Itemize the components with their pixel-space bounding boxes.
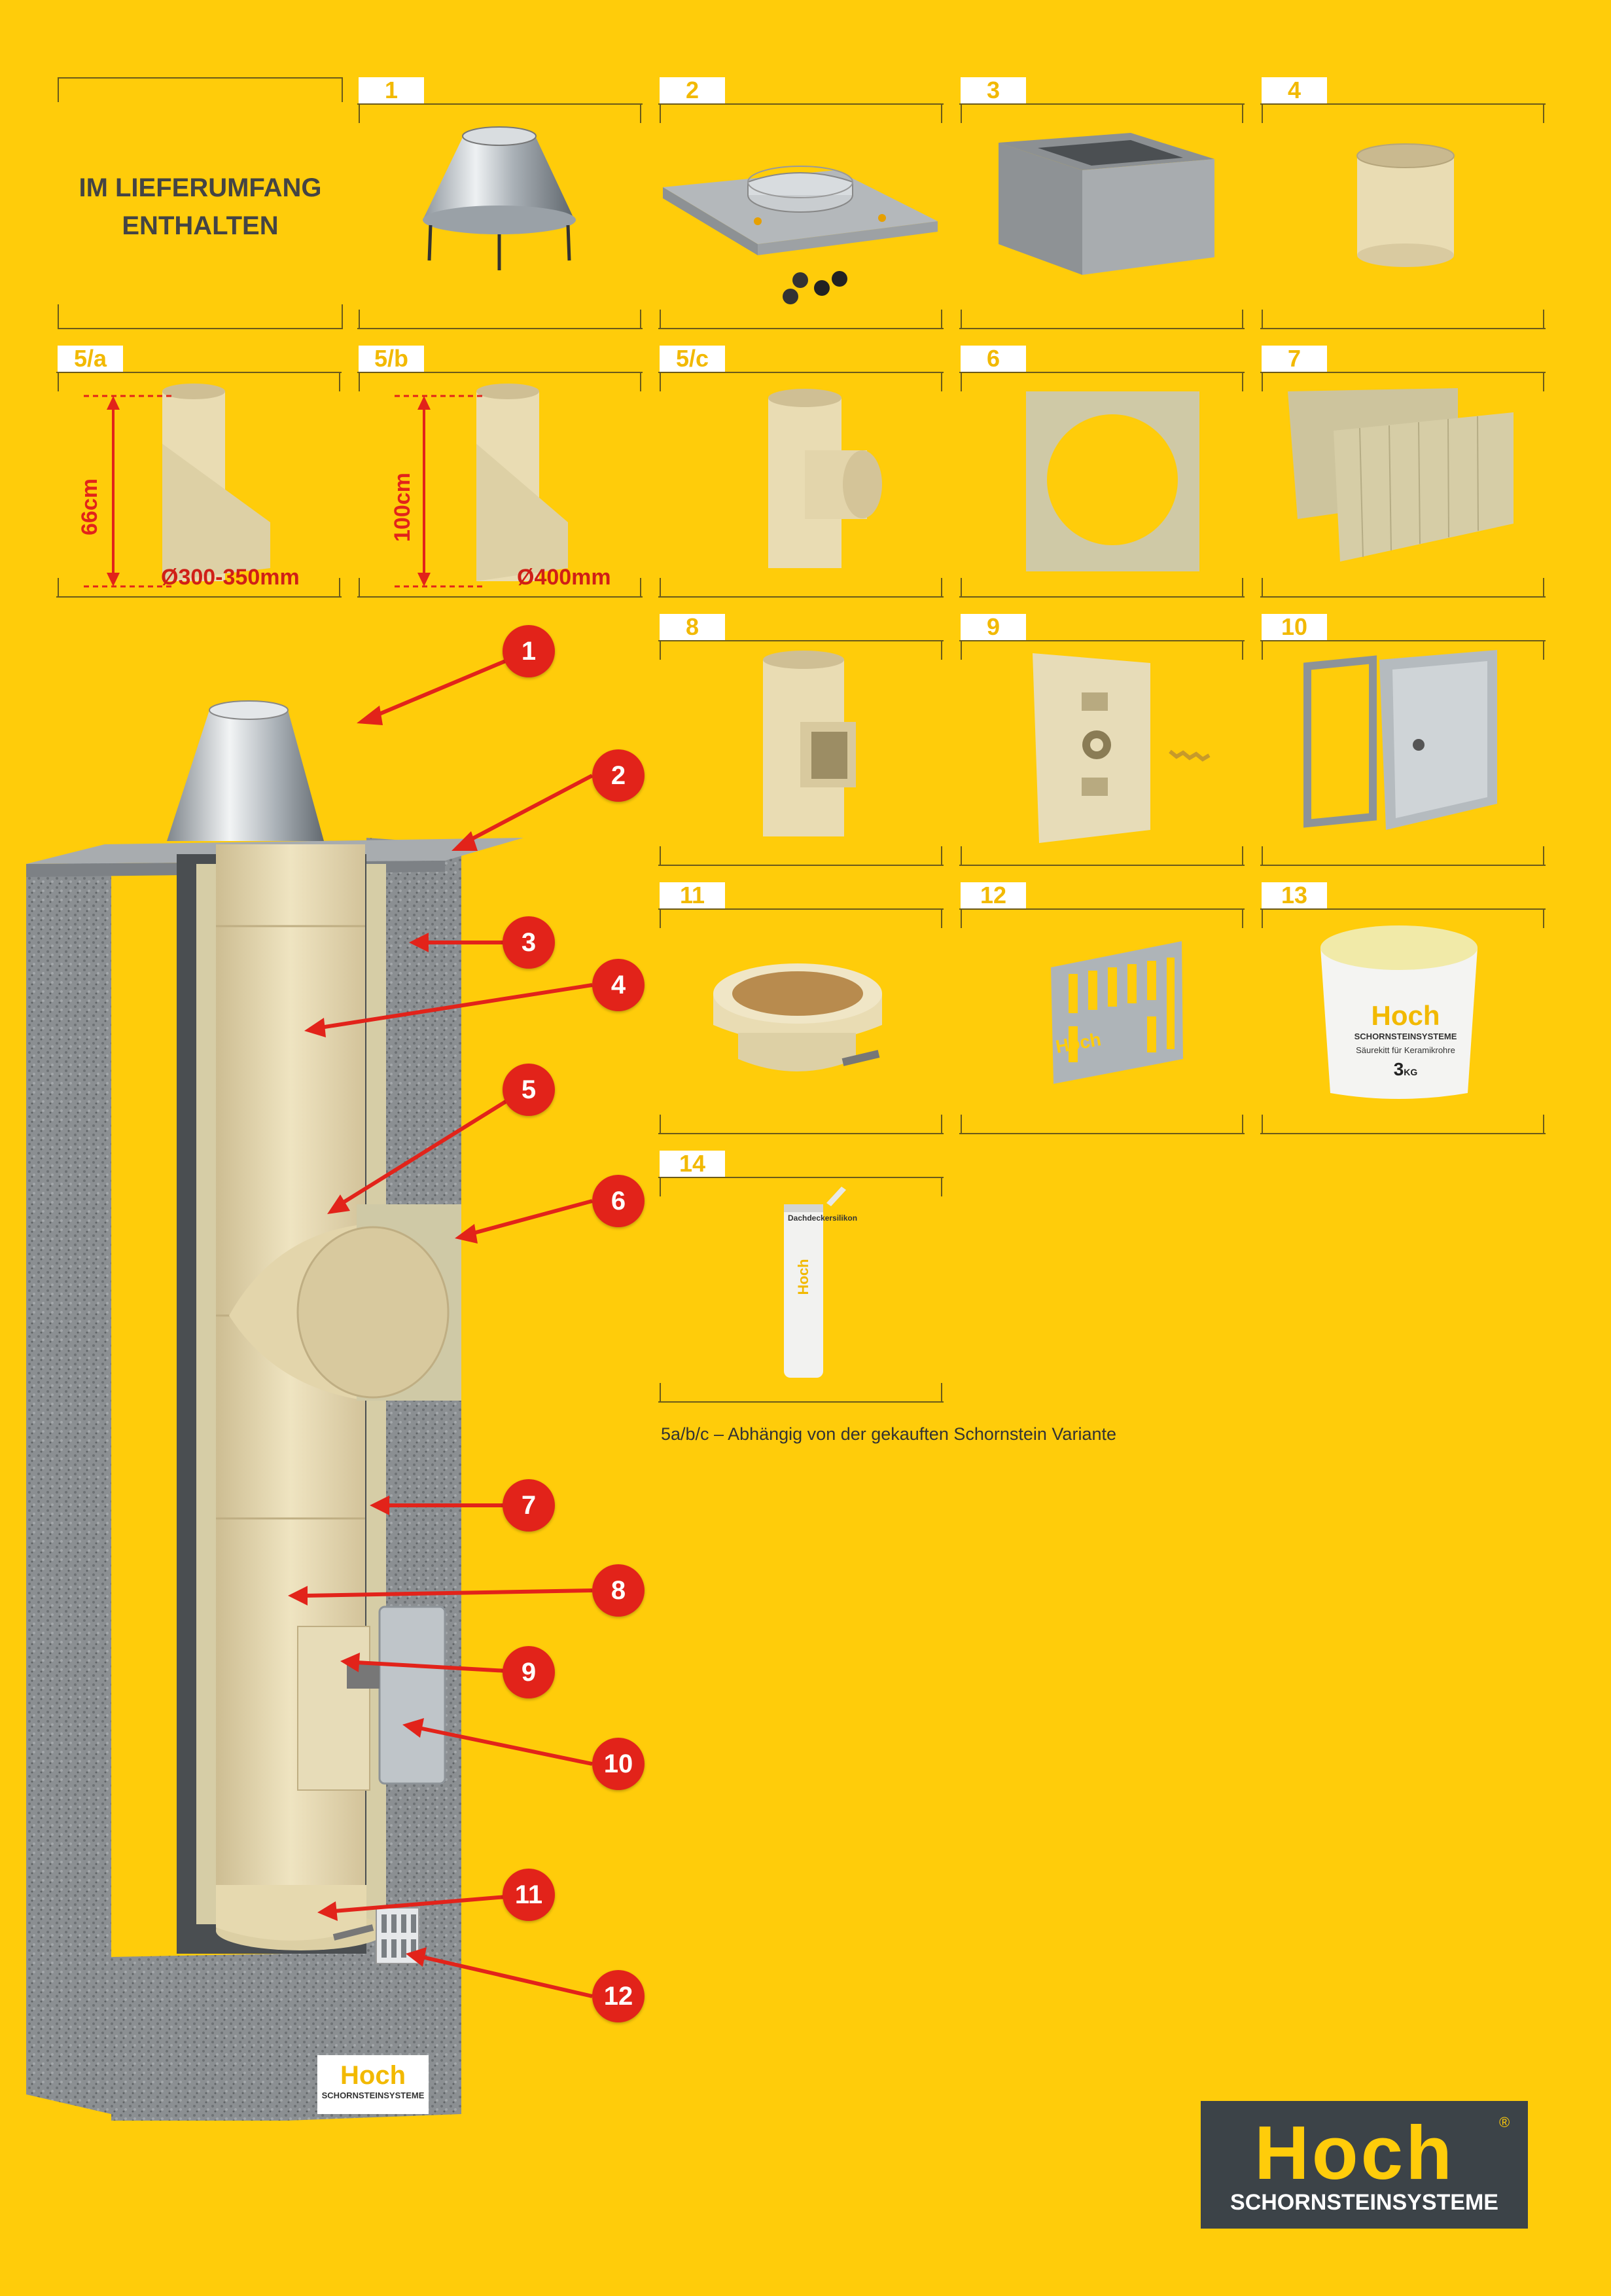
callout-4: 4 <box>592 959 645 1011</box>
bucket-weight-value: 3 <box>1393 1059 1404 1079</box>
callout-9: 9 <box>503 1646 555 1698</box>
part-tab: 1 <box>359 77 424 103</box>
part-tab: 10 <box>1262 614 1327 640</box>
part-tab: 14 <box>660 1151 725 1177</box>
intro-bottom-line <box>58 328 343 329</box>
diameter-label: Ø400mm <box>517 565 611 590</box>
part-tab: 4 <box>1262 77 1327 103</box>
bucket-weight: 3KG <box>1330 1059 1481 1080</box>
part-5b-inlet-100: 5/b 100cm Ø400mm <box>357 346 643 598</box>
bucket-icon <box>1320 925 1478 1099</box>
cleaning-door-icon <box>1303 650 1497 830</box>
part-6-insulation-plate: 6 <box>959 346 1245 598</box>
part-tab: 5/a <box>58 346 123 372</box>
part-tab: 5/c <box>660 346 725 372</box>
chimney-base-brand: Hoch <box>340 2061 406 2090</box>
chimney-base-label: Hoch SCHORNSTEINSYSTEME <box>317 2060 429 2100</box>
bucket-brand: Hoch <box>1371 1000 1440 1031</box>
logo-brand: Hoch <box>1254 2110 1455 2195</box>
part-tab: 6 <box>961 346 1026 372</box>
cartridge-icon <box>784 1187 846 1378</box>
chimney-cutaway-diagram <box>26 649 593 2121</box>
logo-subtitle: SCHORNSTEINSYSTEME <box>1230 2190 1498 2215</box>
callout-2: 2 <box>592 749 645 802</box>
tee-pipe-icon <box>768 389 882 568</box>
callout-3: 3 <box>503 916 555 969</box>
part-tab: 2 <box>660 77 725 103</box>
part-2-cover-plate: 2 <box>658 77 944 329</box>
part-12-ventilation-grille: 12 Hoch <box>959 882 1245 1134</box>
intro-corner <box>58 304 59 329</box>
part-4-ceramic-pipe: 4 <box>1260 77 1546 329</box>
part-11-condensate-base: 11 <box>658 882 944 1134</box>
callout-5: 5 <box>503 1064 555 1116</box>
part-10-cleaning-door: 10 <box>1260 614 1546 866</box>
insulation-mats-icon <box>1288 388 1514 562</box>
part-7-insulation-mats: 7 <box>1260 346 1546 598</box>
hoch-logo: Hoch ® SCHORNSTEINSYSTEME <box>1201 2101 1528 2229</box>
part-tab: 13 <box>1262 882 1327 908</box>
callout-7: 7 <box>503 1479 555 1532</box>
callout-6: 6 <box>592 1175 645 1227</box>
part-3-chimney-block: 3 <box>959 77 1245 329</box>
height-label: 66cm <box>77 478 102 535</box>
part-tab: 7 <box>1262 346 1327 372</box>
callout-10: 10 <box>592 1738 645 1790</box>
logo-registered: ® <box>1499 2114 1510 2130</box>
bucket-label: Hoch SCHORNSTEINSYSTEME Säurekitt für Ke… <box>1330 1000 1481 1085</box>
inlet-pipe-icon <box>84 384 270 588</box>
inspection-pipe-icon <box>763 651 856 836</box>
callout-1: 1 <box>503 625 555 677</box>
part-tab: 3 <box>961 77 1026 103</box>
bucket-weight-unit: KG <box>1404 1067 1418 1077</box>
bucket-sub: SCHORNSTEINSYSTEME <box>1354 1031 1457 1041</box>
variant-note: 5a/b/c – Abhängig von der gekauften Scho… <box>661 1424 1116 1444</box>
part-9-inspection-plate: 9 <box>959 614 1245 866</box>
chimney-block-icon <box>999 133 1214 275</box>
part-14-silicone-cartridge: 14 Dachdeckersilikon Hoch <box>658 1151 944 1403</box>
diameter-label: Ø300-350mm <box>161 565 300 590</box>
part-13-acid-putty-bucket: 13 Hoch SCHORNSTEINSYSTEME Säurekitt für… <box>1260 882 1546 1134</box>
intro-box: IM LIEFERUMFANG ENTHALTEN <box>58 77 343 329</box>
part-5c-tee-pipe: 5/c <box>658 346 944 598</box>
part-tab: 11 <box>660 882 725 908</box>
intro-corner <box>342 77 343 102</box>
intro-title: IM LIEFERUMFANG ENTHALTEN <box>58 169 343 245</box>
callout-12: 12 <box>592 1970 645 2022</box>
intro-title-line2: ENTHALTEN <box>122 211 279 240</box>
part-5a-inlet-66: 5/a 66cm Ø300-350mm <box>56 346 342 598</box>
part-tab: 12 <box>961 882 1026 908</box>
intro-title-line1: IM LIEFERUMFANG <box>79 173 322 202</box>
insulation-plate-icon <box>1026 391 1199 571</box>
condensate-base-icon <box>713 963 882 1071</box>
cover-plate-icon <box>663 166 938 304</box>
part-tab: 8 <box>660 614 725 640</box>
callout-8: 8 <box>592 1564 645 1617</box>
part-8-inspection-pipe: 8 <box>658 614 944 866</box>
chimney-cap-icon <box>423 126 576 270</box>
intro-corner <box>342 304 343 329</box>
inspection-plate-icon <box>1033 653 1211 843</box>
intro-corner <box>58 77 59 102</box>
callout-11: 11 <box>503 1869 555 1921</box>
ceramic-pipe-icon <box>1356 143 1455 267</box>
part-tab: 9 <box>961 614 1026 640</box>
intro-top-line <box>58 77 343 79</box>
cartridge-label: Dachdeckersilikon <box>788 1213 858 1223</box>
cartridge-brand: Hoch <box>795 1259 811 1295</box>
bucket-desc: Säurekitt für Keramikrohre <box>1356 1045 1455 1055</box>
inlet-pipe-icon <box>395 384 568 588</box>
ventilation-grille-icon <box>1051 941 1183 1084</box>
chimney-base-sub: SCHORNSTEINSYSTEME <box>321 2090 425 2100</box>
height-label: 100cm <box>390 473 415 542</box>
part-tab: 5/b <box>359 346 424 372</box>
part-1-chimney-cap: 1 <box>357 77 643 329</box>
